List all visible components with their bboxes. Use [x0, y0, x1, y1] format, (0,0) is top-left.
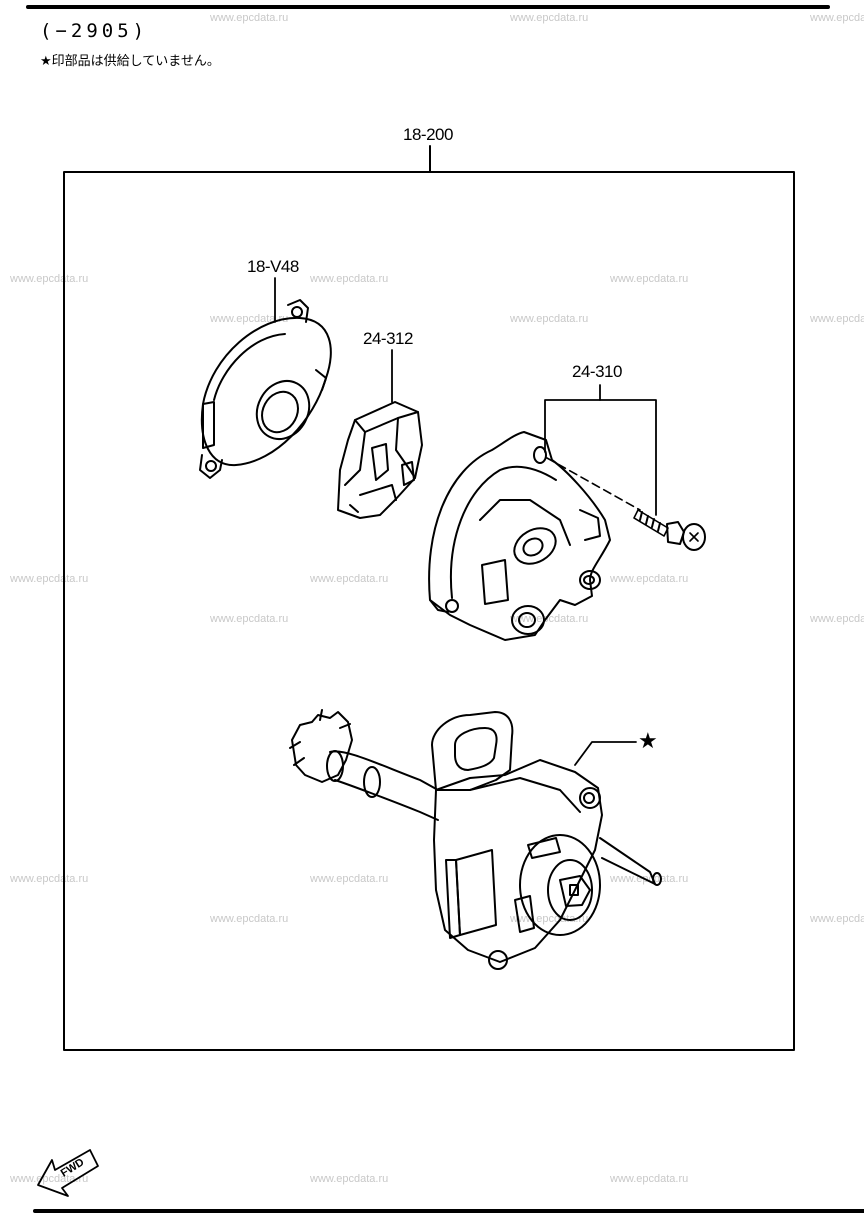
- distributor-cap-part: [428, 431, 611, 641]
- watermark-text: www.epcdata.ru: [610, 873, 689, 885]
- watermark-text: www.epcdata.ru: [310, 1173, 389, 1185]
- rotor-part: [337, 349, 423, 519]
- watermark-text: www.epcdata.ru: [10, 573, 89, 585]
- watermark-text: www.epcdata.ru: [210, 12, 289, 24]
- not-supplied-note: ★印部品は供給していません。: [40, 54, 220, 69]
- watermark-text: www.epcdata.ru: [510, 313, 589, 325]
- watermark-text: www.epcdata.ru: [810, 313, 864, 325]
- fwd-arrow-icon: [37, 1149, 99, 1197]
- watermark-text: www.epcdata.ru: [510, 613, 589, 625]
- body-leader: [574, 741, 637, 766]
- assembly-frame: [63, 171, 795, 1051]
- watermark-text: www.epcdata.ru: [610, 1173, 689, 1185]
- watermark-text: www.epcdata.ru: [10, 1173, 89, 1185]
- watermark-text: www.epcdata.ru: [210, 913, 289, 925]
- cap-screw-leader: [544, 384, 657, 516]
- watermark-text: www.epcdata.ru: [10, 873, 89, 885]
- watermark-text: www.epcdata.ru: [810, 12, 864, 24]
- watermark-text: www.epcdata.ru: [810, 913, 864, 925]
- watermark-text: www.epcdata.ru: [610, 273, 689, 285]
- watermark-text: www.epcdata.ru: [310, 873, 389, 885]
- watermark-text: www.epcdata.ru: [210, 313, 289, 325]
- watermark-text: www.epcdata.ru: [810, 613, 864, 625]
- watermark-text: www.epcdata.ru: [310, 273, 389, 285]
- callout-star-mark: ★: [638, 728, 658, 753]
- serial-range: (−2905): [40, 20, 149, 42]
- callout-18-v48: 18-V48: [247, 257, 299, 276]
- cap-seal-part: [199, 277, 332, 479]
- callout-24-312: 24-312: [363, 329, 413, 348]
- watermark-text: www.epcdata.ru: [510, 12, 589, 24]
- watermark-text: www.epcdata.ru: [210, 613, 289, 625]
- cap-screw-part: [546, 457, 706, 551]
- distributor-body-part: [289, 709, 662, 970]
- watermark-text: www.epcdata.ru: [310, 573, 389, 585]
- callout-18-200: 18-200: [403, 125, 453, 144]
- watermark-text: www.epcdata.ru: [10, 273, 89, 285]
- watermark-text: www.epcdata.ru: [610, 573, 689, 585]
- callout-24-310: 24-310: [572, 362, 622, 381]
